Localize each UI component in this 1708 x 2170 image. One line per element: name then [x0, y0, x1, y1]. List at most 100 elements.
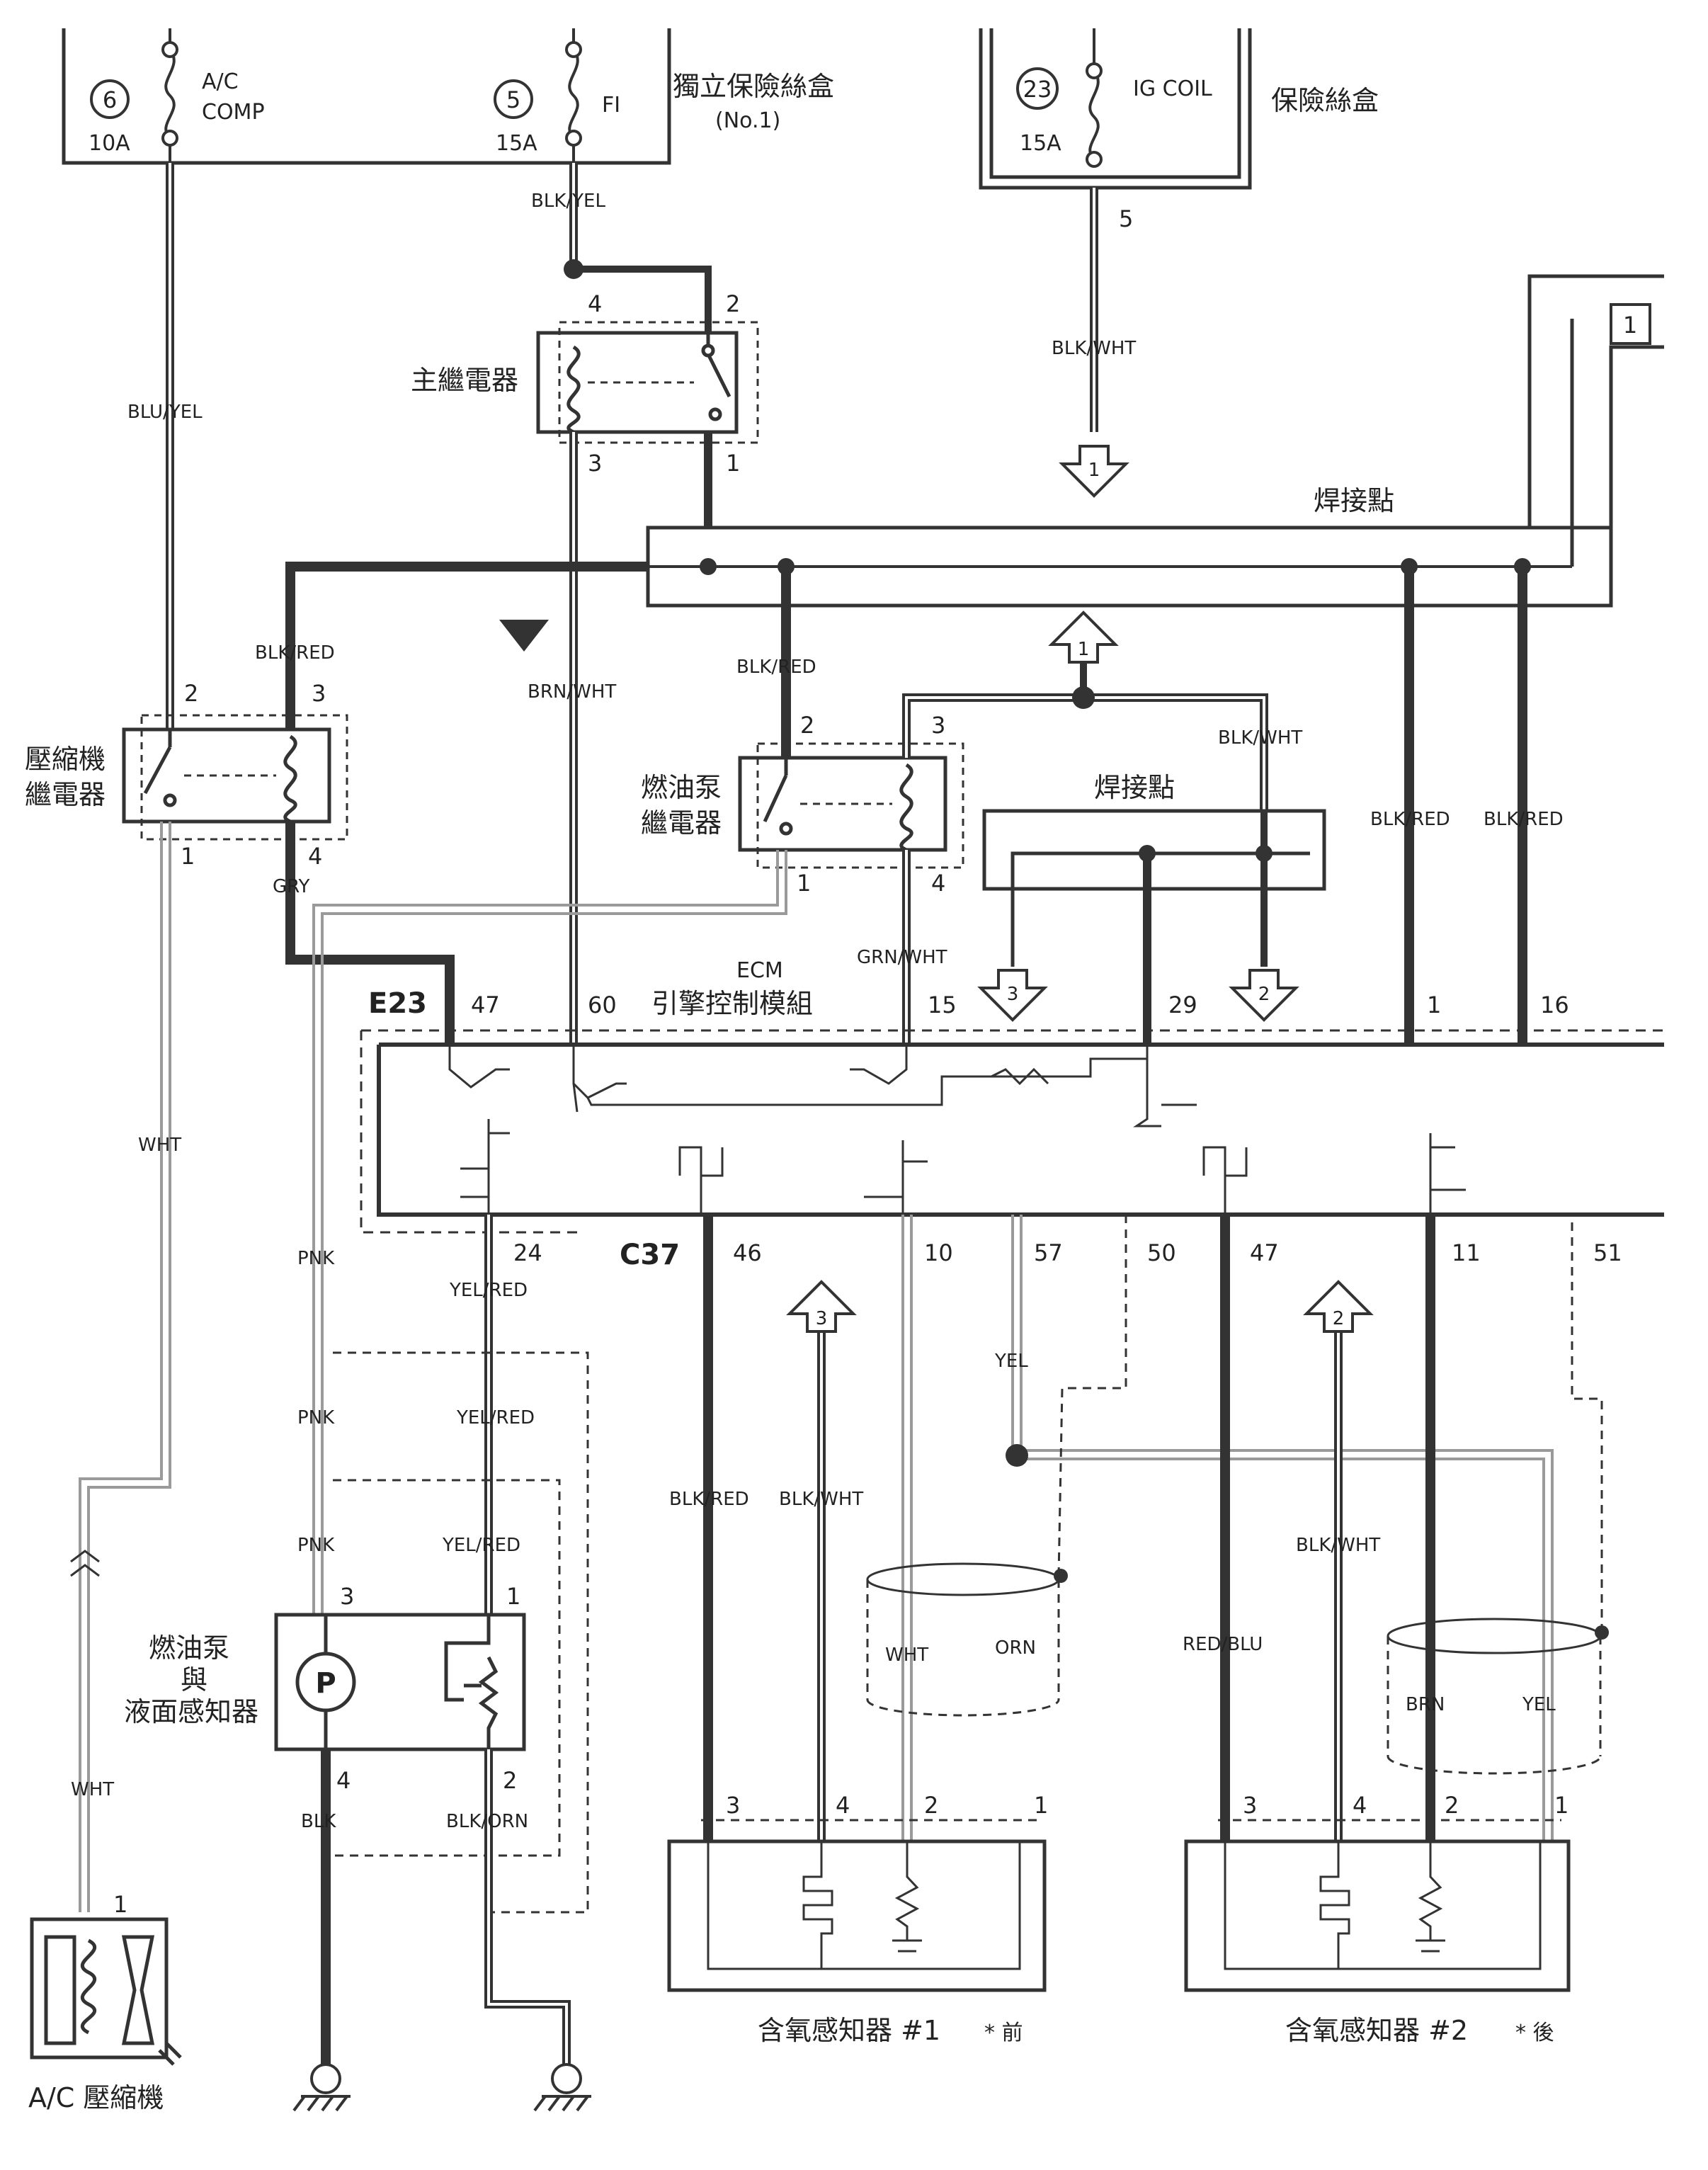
o2-sensor-2-note: * 後 [1515, 2021, 1554, 2045]
wire-label-blk-wht-4: BLK/WHT [1296, 1535, 1380, 1556]
ecm-bottom-pin-47: 47 [1250, 1239, 1279, 1266]
splice-dot-1 [700, 558, 717, 575]
fuse-5-name: FI [602, 93, 620, 118]
arrow-3-down [977, 969, 1048, 1022]
o2-sensor-1 [667, 1819, 1047, 1992]
ground-symbol-1 [292, 2063, 351, 2112]
wire-label-blu-yel: BLU/YEL [127, 402, 203, 423]
shield-o2-2-label-r: YEL [1522, 1694, 1556, 1715]
compressor-relay [122, 714, 348, 841]
o2-sensor-2-label: 含氧感知器 #2 [1285, 2015, 1468, 2046]
fuel-pump-sender [274, 1613, 526, 1751]
wire-label-red-blu: RED/BLU [1183, 1634, 1263, 1655]
fuse-6-name-line2: COMP [202, 100, 265, 125]
wire-yel-shield [1011, 1215, 1554, 1841]
ecm-bottom-pin-51: 51 [1593, 1239, 1622, 1266]
ground-symbol-2 [533, 2063, 591, 2112]
wire-wht-o2-1 [901, 1215, 913, 1841]
splice-mid-dot-1 [1139, 845, 1156, 862]
wire-label-yel-red-1: YEL/RED [449, 1280, 528, 1301]
ecm-bottom-pin-50: 50 [1147, 1239, 1176, 1266]
ecm-bottom-pin-57: 57 [1034, 1239, 1063, 1266]
arrow-2-up [1303, 1280, 1374, 1333]
connector-box-1 [1610, 303, 1651, 345]
main-relay [536, 321, 759, 444]
fuel-pump-pin-4: 4 [336, 1767, 351, 1794]
fuel-pump-symbol: P [315, 1667, 336, 1700]
fuel-pump-relay [738, 742, 964, 869]
fuse-6 [161, 28, 178, 163]
fuse-box-2 [979, 28, 1252, 190]
compressor-relay-label-1: 壓縮機 [25, 744, 106, 775]
wire-label-gry: GRY [273, 876, 310, 897]
ecm-desc: 引擎控制模組 [651, 988, 813, 1019]
fuel-pump-relay-pin-3: 3 [931, 712, 945, 739]
ecm-top-pin-1: 1 [1427, 992, 1441, 1018]
fuse-23-number-circle [1016, 67, 1059, 110]
arrow-3-up-label: 3 [816, 1308, 828, 1329]
fuel-pump-label-2: 與 [181, 1664, 207, 1695]
fuse-23-name: IG COIL [1133, 76, 1212, 101]
fuse-6-number: 6 [103, 86, 117, 113]
splice-top-label: 焊接點 [1314, 485, 1394, 516]
ac-compressor-label: A/C 壓縮機 [28, 2082, 164, 2113]
wire-label-blk-wht-2: BLK/WHT [1218, 727, 1302, 749]
o2-sensor-2-pin-4: 4 [1353, 1792, 1367, 1819]
arrow-1-down-label: 1 [1088, 460, 1100, 481]
junction-blk-yel [564, 259, 583, 279]
o2-sensor-2-pin-2: 2 [1445, 1792, 1459, 1819]
arrow-2-up-label: 2 [1333, 1308, 1345, 1329]
compressor-relay-label-2: 繼電器 [25, 779, 106, 810]
arrow-1-up [1048, 610, 1119, 664]
wire-label-yel-red-2: YEL/RED [456, 1407, 535, 1428]
wire-label-yel-1: YEL [994, 1351, 1028, 1372]
wire-label-wht-2: WHT [71, 1779, 114, 1800]
ecm-top-pin-60: 60 [588, 992, 617, 1018]
wire-label-pnk-3: PNK [297, 1535, 335, 1556]
fuel-pump-relay-pin-2: 2 [800, 712, 814, 739]
fuse-box-1-subtitle: (No.1) [715, 108, 780, 133]
o2-sensor-1-label: 含氧感知器 #1 [758, 2015, 940, 2046]
compressor-relay-pin-4: 4 [308, 843, 322, 870]
fuse-box-2-title: 保險絲盒 [1271, 85, 1379, 116]
o2-sensor-1-pin-2: 2 [924, 1792, 938, 1819]
junction-yel [1006, 1444, 1028, 1467]
arrow-3-down-label: 3 [1007, 984, 1019, 1005]
wire-label-grn-wht: GRN/WHT [857, 947, 947, 968]
shield-o2-1-label-l: WHT [885, 1644, 928, 1666]
ecm-bottom-pin-24: 24 [513, 1239, 542, 1266]
main-relay-label: 主繼電器 [411, 365, 518, 396]
fuse-box-1-title: 獨立保險絲盒 [673, 71, 834, 102]
ecm-name: ECM [736, 958, 783, 983]
fuse-5-amp: 15A [496, 131, 537, 156]
wire-blk-red-comp [285, 562, 648, 729]
ecm-top-pin-16: 16 [1540, 992, 1569, 1018]
main-relay-pin-1: 1 [726, 450, 740, 477]
wire-label-brn-wht: BRN/WHT [528, 681, 616, 703]
wire-blk-wht-dist [902, 659, 1268, 811]
main-relay-pin-4: 4 [588, 290, 602, 317]
fuse-6-name-line1: A/C [202, 69, 239, 94]
o2-sensor-1-pin-3: 3 [726, 1792, 740, 1819]
wire-label-blk-red-1: BLK/RED [255, 642, 335, 664]
connector-box-1-label: 1 [1623, 312, 1637, 339]
fuse-6-amp: 10A [89, 131, 130, 156]
wire-blk-orn [484, 1749, 571, 2064]
ecm-bottom-pin-46: 46 [733, 1239, 762, 1266]
ecm-top-pin-47: 47 [471, 992, 500, 1018]
o2-sensor-2 [1184, 1819, 1571, 1992]
ecm-module [360, 1029, 1664, 1234]
arrow-3-up [786, 1280, 857, 1333]
fuse-6-number-circle [90, 79, 130, 119]
wire-label-blk-red-4: BLK/RED [1484, 809, 1564, 830]
splice-mid-label: 焊接點 [1094, 772, 1175, 803]
arrow-1-down [1059, 445, 1129, 498]
fuse-5-number-circle [494, 79, 533, 119]
ecm-bottom-pin-10: 10 [924, 1239, 953, 1266]
wire-label-blk-yel: BLK/YEL [531, 191, 605, 212]
ac-compressor [30, 1917, 182, 2066]
wire-pnk [312, 850, 787, 1615]
compressor-relay-pin-1: 1 [181, 843, 195, 870]
wire-label-blk-red-5: BLK/RED [669, 1489, 749, 1510]
